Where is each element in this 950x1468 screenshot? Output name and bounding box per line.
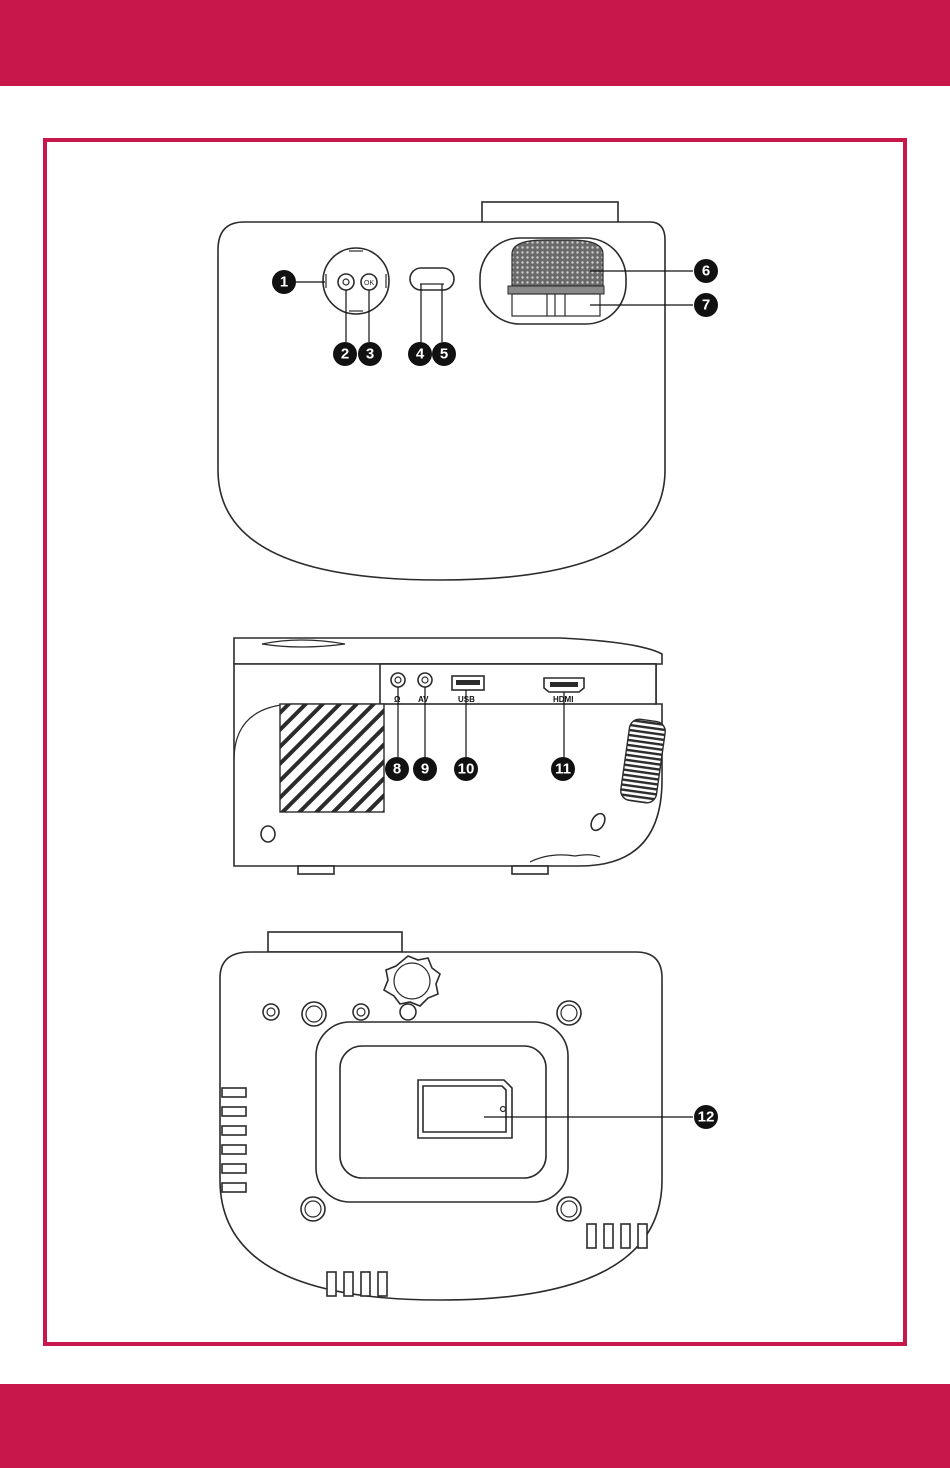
lens-icon: [512, 240, 603, 286]
bottom-view: [220, 932, 662, 1300]
side-view: Ω AV USB HDMI: [234, 638, 667, 874]
callout-11: 11: [551, 757, 575, 781]
svg-text:3: 3: [366, 346, 374, 363]
callout-10: 10: [454, 757, 478, 781]
callout-5: 5: [432, 342, 456, 366]
callout-2: 2: [333, 342, 357, 366]
svg-text:5: 5: [440, 346, 448, 363]
svg-text:8: 8: [393, 761, 401, 778]
front-foot: [298, 866, 334, 874]
svg-text:6: 6: [702, 263, 710, 280]
side-top-cover: [234, 638, 662, 664]
av-label: AV: [418, 695, 429, 704]
headphone-jack: [391, 673, 405, 687]
bottom-rear-tab: [268, 932, 402, 952]
callout-12: 12: [694, 1105, 718, 1129]
top-view: OK: [218, 202, 665, 580]
callout-8: 8: [385, 757, 409, 781]
av-jack: [418, 673, 432, 687]
menu-button: [338, 274, 354, 290]
hdmi-label: HDMI: [553, 695, 573, 704]
power-button: [410, 268, 454, 290]
side-vent: [280, 704, 384, 812]
callout-3: 3: [358, 342, 382, 366]
svg-text:11: 11: [555, 761, 571, 778]
svg-text:10: 10: [458, 761, 475, 778]
callout-4: 4: [408, 342, 432, 366]
svg-text:OK: OK: [364, 280, 374, 287]
svg-text:9: 9: [421, 761, 429, 778]
svg-text:12: 12: [698, 1109, 715, 1126]
callout-9: 9: [413, 757, 437, 781]
rear-foot: [512, 866, 548, 874]
svg-text:1: 1: [280, 274, 288, 291]
focus-ring: [512, 294, 600, 316]
svg-text:4: 4: [416, 346, 425, 363]
svg-text:2: 2: [341, 346, 349, 363]
callout-7: 7: [694, 293, 718, 317]
svg-text:7: 7: [702, 297, 710, 314]
control-dial: [323, 248, 389, 314]
callout-6: 6: [694, 259, 718, 283]
callout-1: 1: [272, 270, 296, 294]
